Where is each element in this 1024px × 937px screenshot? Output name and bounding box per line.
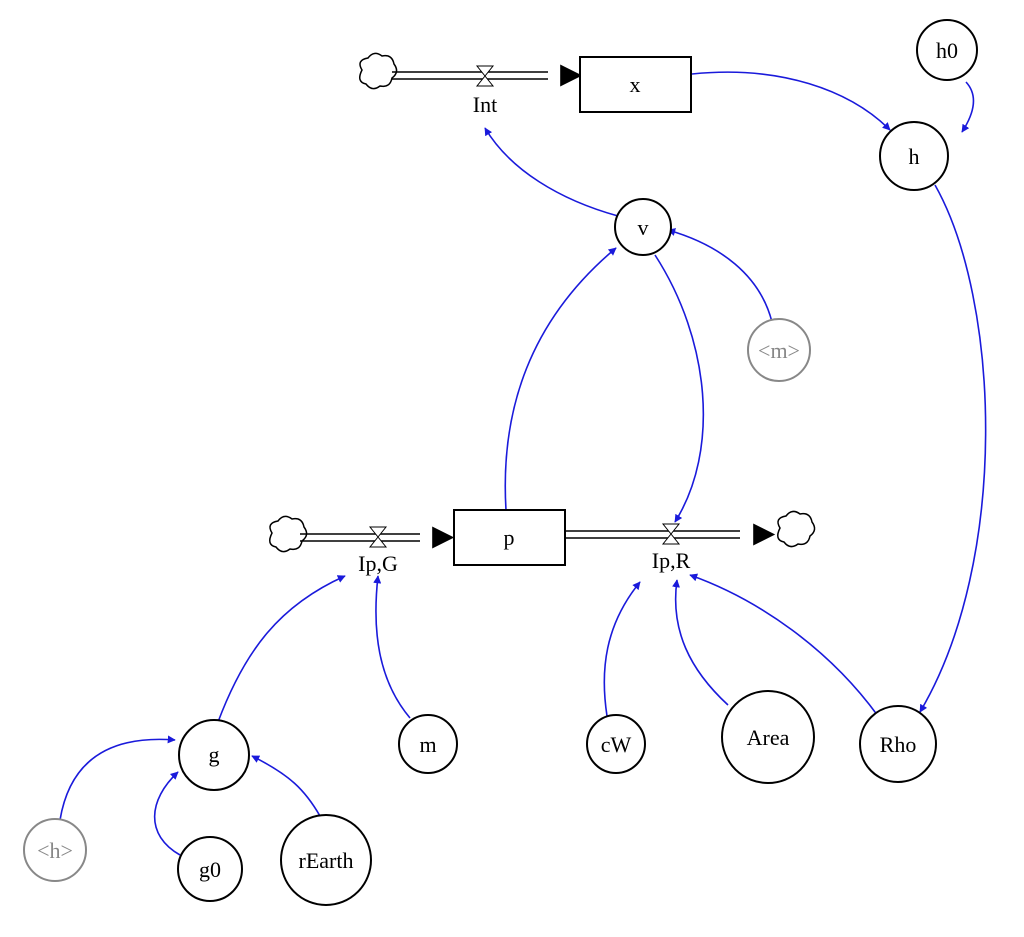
link-hghost-to-g bbox=[59, 735, 176, 821]
var-area: Area bbox=[721, 690, 815, 784]
var-g: g bbox=[178, 719, 250, 791]
flow-label-ipr: Ip,R bbox=[652, 548, 691, 573]
var-h: h bbox=[879, 121, 949, 191]
var-h-label: h bbox=[909, 144, 920, 169]
var-area-circle bbox=[721, 690, 815, 784]
link-mghost-to-v bbox=[667, 228, 773, 323]
var-g-label: g bbox=[209, 742, 220, 767]
flow-ipg: Ip,G bbox=[269, 515, 455, 576]
var-g0-label: g0 bbox=[199, 857, 221, 882]
var-rho: Rho bbox=[859, 705, 937, 783]
flow-ipr: Ip,R bbox=[566, 510, 816, 573]
link-g-to-ipg bbox=[217, 575, 346, 723]
var-rho-circle bbox=[859, 705, 937, 783]
var-h-ghost-label: <h> bbox=[37, 838, 73, 863]
flow-valve-ipg bbox=[368, 526, 388, 548]
stock-p-box bbox=[453, 509, 566, 566]
var-cw: cW bbox=[586, 714, 646, 774]
link-rho-to-ipr bbox=[689, 573, 879, 717]
stock-x-box bbox=[579, 56, 692, 113]
var-v: v bbox=[614, 198, 672, 256]
cloud-source-int bbox=[359, 52, 398, 90]
causal-links bbox=[59, 71, 987, 856]
link-v-to-int bbox=[484, 127, 619, 217]
var-m-circle bbox=[398, 714, 458, 774]
var-m-ghost-circle bbox=[747, 318, 811, 382]
link-rearth-to-g bbox=[251, 755, 321, 817]
flow-valve-ipr bbox=[661, 523, 681, 545]
var-g0: g0 bbox=[177, 836, 243, 902]
var-h0: h0 bbox=[916, 19, 978, 81]
stock-x: x bbox=[579, 56, 692, 113]
var-h-ghost: <h> bbox=[23, 818, 87, 882]
stock-x-label: x bbox=[630, 72, 641, 97]
flow-valve-int bbox=[475, 65, 495, 87]
link-h0-to-h bbox=[961, 81, 975, 133]
var-h0-circle bbox=[916, 19, 978, 81]
link-v-to-ipr bbox=[654, 254, 705, 523]
var-cw-circle bbox=[586, 714, 646, 774]
var-area-label: Area bbox=[747, 725, 790, 750]
link-cw-to-ipr bbox=[603, 581, 641, 717]
var-m-label: m bbox=[419, 732, 436, 757]
link-area-to-ipr bbox=[672, 579, 729, 706]
var-g-circle bbox=[178, 719, 250, 791]
var-h0-label: h0 bbox=[936, 38, 958, 63]
var-v-label: v bbox=[638, 215, 649, 240]
cloud-sink-ipr bbox=[777, 510, 816, 548]
link-x-to-h bbox=[691, 71, 891, 131]
link-m-to-ipg bbox=[373, 575, 411, 719]
var-rearth-label: rEarth bbox=[299, 848, 354, 873]
var-rearth-circle bbox=[280, 814, 372, 906]
flow-int: Int bbox=[359, 52, 583, 117]
var-m-ghost-label: <m> bbox=[758, 338, 800, 363]
var-m: m bbox=[398, 714, 458, 774]
stock-p-label: p bbox=[504, 525, 515, 550]
var-rearth: rEarth bbox=[280, 814, 372, 906]
flow-label-int: Int bbox=[473, 92, 497, 117]
var-m-ghost: <m> bbox=[747, 318, 811, 382]
var-h-ghost-circle bbox=[23, 818, 87, 882]
link-g0-to-g bbox=[153, 771, 181, 856]
flow-label-ipg: Ip,G bbox=[358, 551, 398, 576]
link-p-to-v bbox=[504, 247, 617, 511]
var-cw-label: cW bbox=[601, 732, 632, 757]
var-g0-circle bbox=[177, 836, 243, 902]
link-h-to-rho bbox=[919, 184, 987, 713]
stock-p: p bbox=[453, 509, 566, 566]
var-h-circle bbox=[879, 121, 949, 191]
var-rho-label: Rho bbox=[880, 732, 917, 757]
var-v-circle bbox=[614, 198, 672, 256]
